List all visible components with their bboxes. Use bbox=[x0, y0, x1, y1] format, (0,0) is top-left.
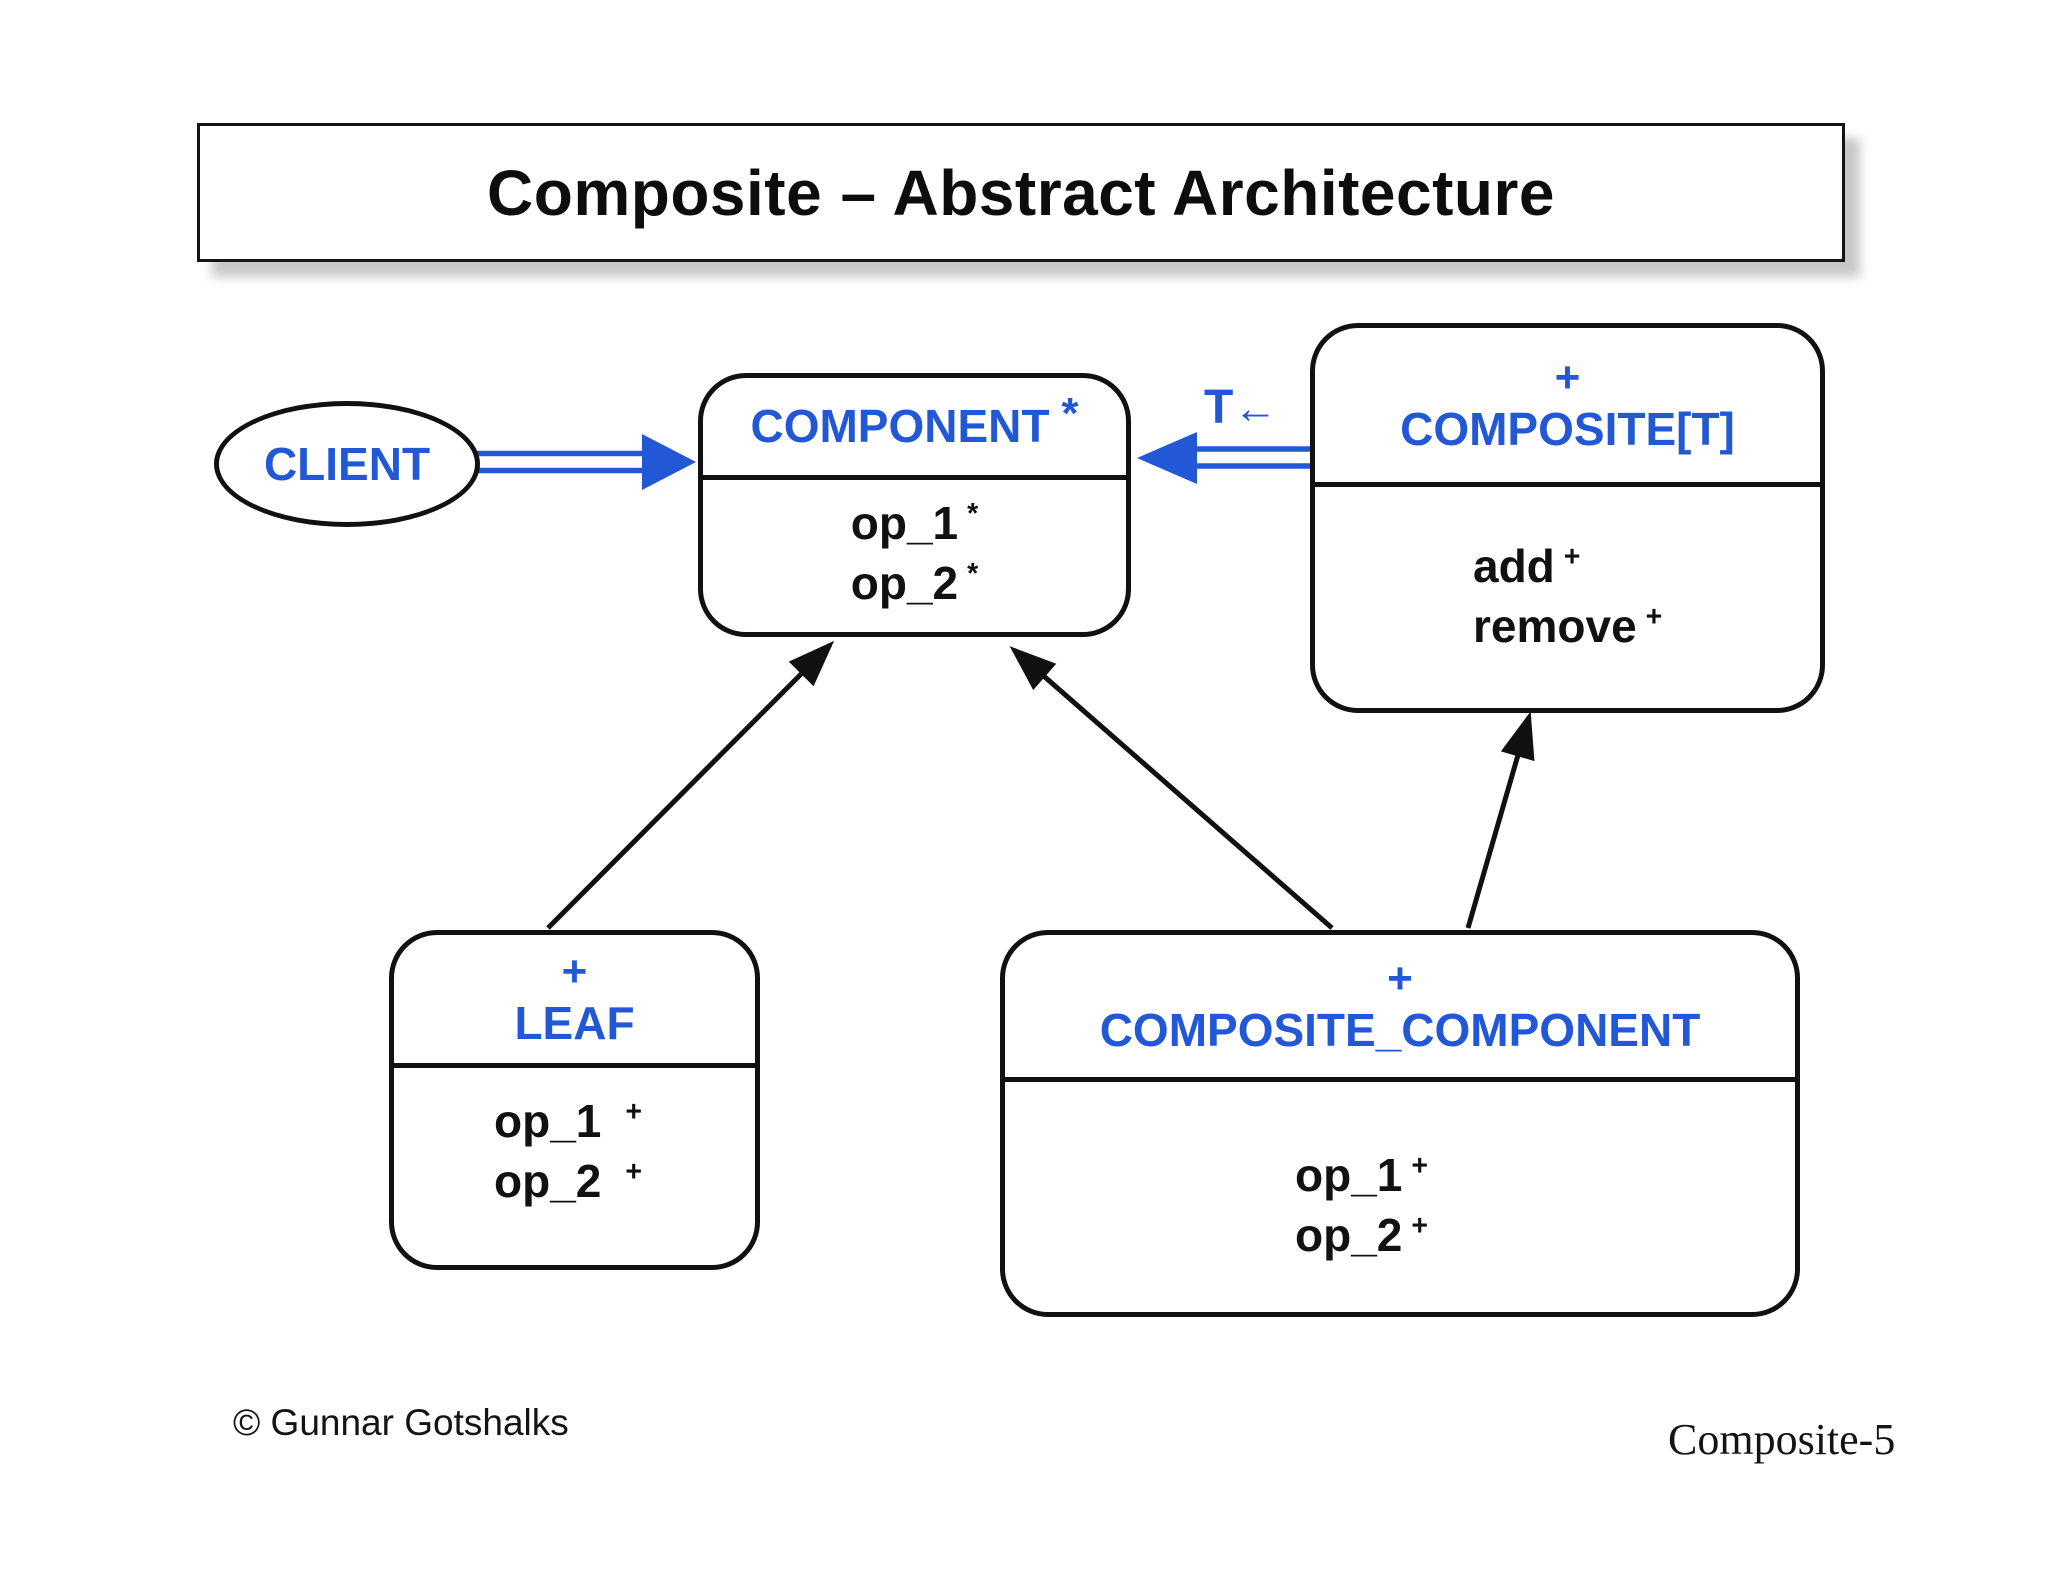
client-node: CLIENT bbox=[214, 401, 480, 527]
effective-marker: + bbox=[1645, 601, 1663, 634]
composite-component-to-composite-arrow bbox=[1465, 711, 1535, 929]
composite-component-header: + COMPOSITE_COMPONENT bbox=[1005, 935, 1795, 1082]
effective-marker: + bbox=[561, 946, 588, 996]
leaf-to-component-arrow bbox=[546, 640, 835, 930]
effective-marker: + bbox=[1554, 352, 1581, 402]
composite-name: COMPOSITE[T] bbox=[1400, 402, 1735, 455]
operation: op_1* bbox=[850, 497, 979, 549]
composite-component-to-component-arrow bbox=[1009, 646, 1334, 930]
operation: op_2+ bbox=[1295, 1208, 1429, 1261]
effective-marker: + bbox=[1387, 953, 1413, 1003]
leaf-name: LEAF bbox=[514, 996, 635, 1049]
composite-component-name: COMPOSITE_COMPONENT bbox=[1099, 1003, 1701, 1056]
operation: op_2+ bbox=[494, 1154, 643, 1207]
operation: add+ bbox=[1473, 540, 1581, 592]
class-box-composite-component: + COMPOSITE_COMPONENT op_1+ op_2+ bbox=[1000, 930, 1800, 1317]
class-box-composite: + COMPOSITE[T] add+ remove+ bbox=[1310, 323, 1825, 713]
effective-marker: + bbox=[1411, 1150, 1429, 1183]
component-name: COMPONENT* bbox=[750, 389, 1079, 452]
composite-to-component-arrow bbox=[1137, 432, 1312, 484]
leaf-operations: op_1+ op_2+ bbox=[394, 1068, 755, 1265]
effective-marker: + bbox=[1563, 541, 1581, 574]
deferred-marker: * bbox=[1061, 389, 1079, 438]
leaf-header: + LEAF bbox=[394, 935, 755, 1068]
slide-number: Composite-5 bbox=[1668, 1415, 1896, 1464]
effective-marker: + bbox=[1411, 1210, 1429, 1243]
class-box-leaf: + LEAF op_1+ op_2+ bbox=[389, 930, 760, 1270]
deferred-marker: * bbox=[967, 558, 979, 591]
operation: op_1+ bbox=[1295, 1149, 1429, 1201]
composite-header: + COMPOSITE[T] bbox=[1315, 328, 1820, 487]
left-arrow-icon: ← bbox=[1233, 384, 1278, 433]
operation: op_1+ bbox=[494, 1095, 643, 1147]
composite-component-operations: op_1+ op_2+ bbox=[1005, 1082, 1795, 1312]
effective-marker: + bbox=[625, 1096, 643, 1129]
component-header: COMPONENT* bbox=[703, 378, 1126, 480]
deferred-marker: * bbox=[967, 498, 979, 531]
client-label: CLIENT bbox=[263, 438, 431, 490]
effective-marker: + bbox=[625, 1156, 643, 1189]
class-box-component: COMPONENT* op_1* op_2* bbox=[698, 373, 1131, 637]
client-uses-component-arrow bbox=[477, 434, 696, 490]
title-box: Composite – Abstract Architecture bbox=[197, 123, 1845, 262]
operation: op_2* bbox=[850, 556, 979, 609]
composite-operations: add+ remove+ bbox=[1315, 487, 1820, 708]
slide-title: Composite – Abstract Architecture bbox=[487, 156, 1555, 229]
operation: remove+ bbox=[1473, 599, 1663, 652]
copyright-text: © Gunnar Gotshalks bbox=[233, 1402, 569, 1443]
component-operations: op_1* op_2* bbox=[703, 480, 1126, 632]
generic-parameter-label: T← bbox=[1204, 381, 1278, 434]
